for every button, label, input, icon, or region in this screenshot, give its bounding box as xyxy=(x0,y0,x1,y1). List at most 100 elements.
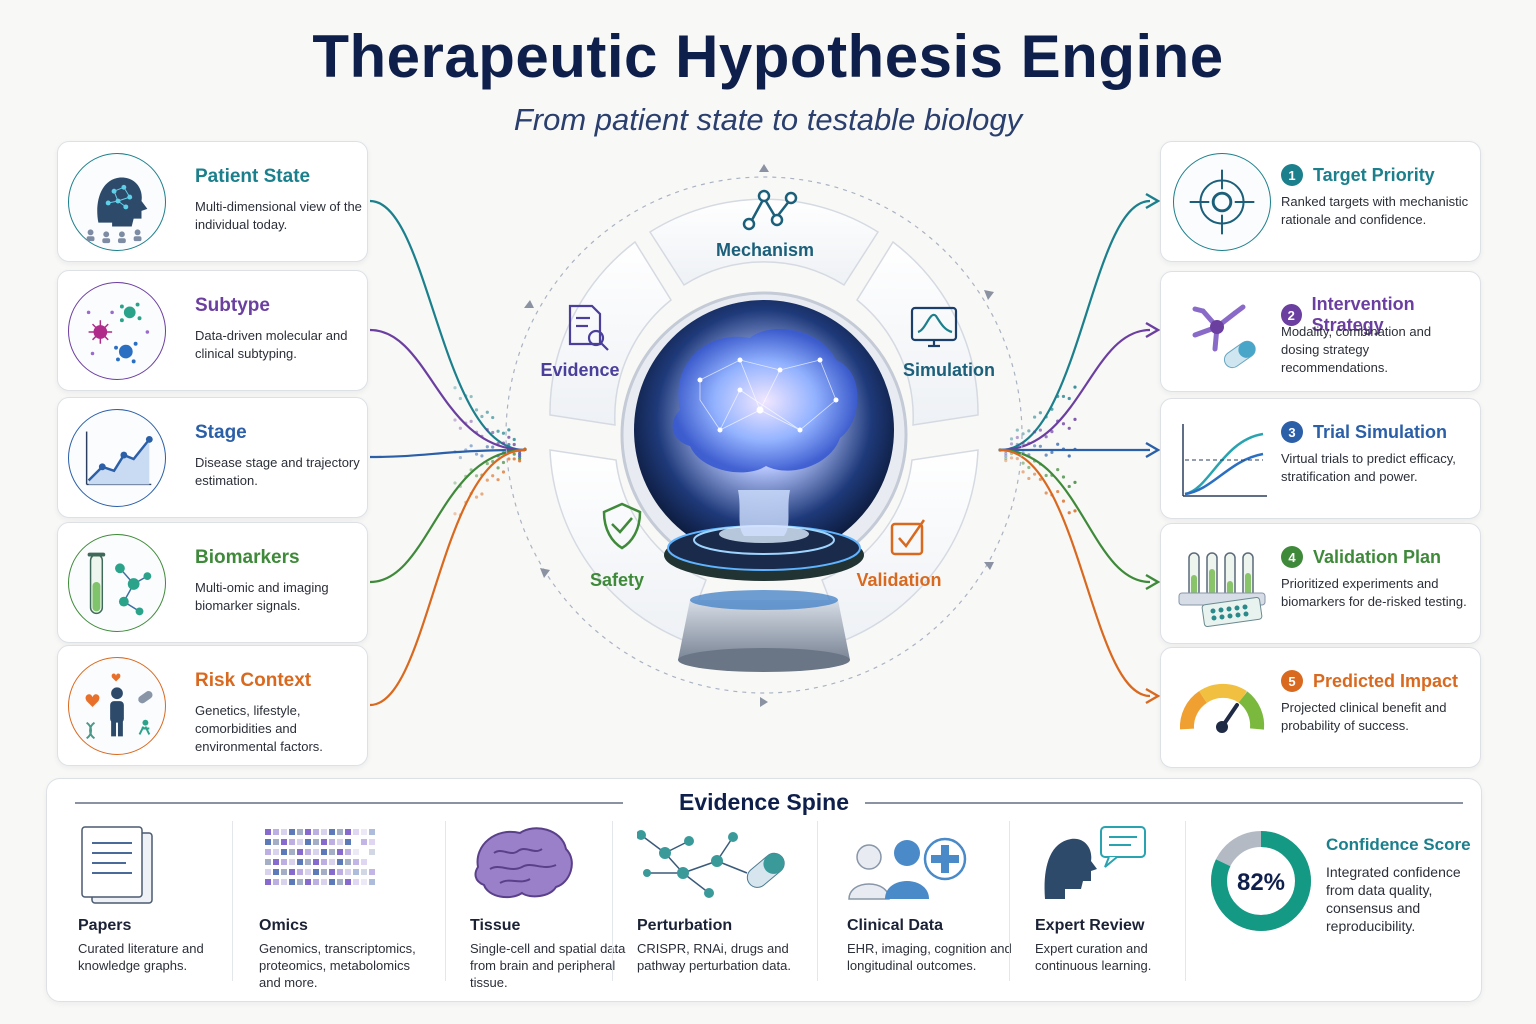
input-card-subtype[interactable]: Subtype Data-driven molecular and clinic… xyxy=(57,270,368,391)
omics-cell xyxy=(369,879,375,885)
omics-cell xyxy=(337,869,343,875)
omics-cell xyxy=(337,879,343,885)
spine-separator xyxy=(1185,821,1186,981)
omics-cell xyxy=(321,839,327,845)
spine-separator xyxy=(1009,821,1010,981)
omics-cell xyxy=(313,869,319,875)
omics-cell xyxy=(281,849,287,855)
omics-cell xyxy=(265,879,271,885)
output-flow-dot xyxy=(1038,444,1042,448)
input-flow-dot xyxy=(485,478,489,482)
omics-cell xyxy=(313,839,319,845)
spine-separator xyxy=(232,821,233,981)
omics-cell xyxy=(305,829,311,835)
ring-arrows xyxy=(524,164,994,707)
input-flow-dot xyxy=(464,500,468,505)
segment-label-simulation: Simulation xyxy=(903,360,995,380)
lab-tubes-icon xyxy=(1173,535,1271,633)
output-flow-dot xyxy=(1038,462,1042,466)
omics-cell xyxy=(369,829,375,835)
output-desc: Modality, combination and dosing strateg… xyxy=(1281,324,1432,375)
output-flow-dot xyxy=(1044,491,1048,495)
output-flow-dot xyxy=(1038,477,1042,482)
confidence-title: Confidence Score xyxy=(1326,835,1471,854)
output-flow-dot xyxy=(1044,435,1048,439)
input-flow-dot xyxy=(453,450,457,454)
spine-item-desc: Curated literature and knowledge graphs. xyxy=(78,941,204,973)
input-flow-dot xyxy=(469,419,473,423)
input-flow-dot xyxy=(453,418,457,422)
input-flow-dot xyxy=(491,459,495,464)
omics-cell xyxy=(297,879,303,885)
omics-cell xyxy=(329,879,335,885)
input-flow-dot xyxy=(453,512,457,516)
omics-cell xyxy=(313,859,319,865)
omics-cell xyxy=(313,829,319,835)
input-flow-dot xyxy=(485,461,489,466)
output-flow-dot xyxy=(1073,385,1077,389)
spine-divider-right xyxy=(865,802,1463,804)
omics-cell xyxy=(337,829,343,835)
input-flow-dot xyxy=(491,474,495,478)
omics-cell xyxy=(289,879,295,885)
spine-item-title: Papers xyxy=(78,917,132,934)
input-flow-dot xyxy=(491,445,495,449)
omics-cell xyxy=(265,859,271,865)
output-flow-dot xyxy=(1061,422,1066,426)
input-title: Subtype xyxy=(195,295,270,316)
omics-cell xyxy=(369,849,375,855)
omics-cell xyxy=(345,869,351,875)
omics-cell xyxy=(353,829,359,835)
output-desc: Projected clinical benefit and probabili… xyxy=(1281,700,1447,733)
output-flow-dot xyxy=(1033,459,1037,463)
omics-cell xyxy=(289,849,295,855)
omics-cell xyxy=(289,829,295,835)
input-flow-dot xyxy=(491,430,495,435)
person-risk-icon xyxy=(68,657,166,755)
input-desc: Genetics, lifestyle, comorbidities and e… xyxy=(195,703,323,754)
brain-tissue-icon xyxy=(470,823,640,919)
output-flow-dot xyxy=(1050,430,1054,434)
output-desc: Prioritized experiments and biomarkers f… xyxy=(1281,576,1467,609)
output-number: 3 xyxy=(1281,421,1303,443)
input-flow-dot xyxy=(480,434,484,438)
output-flow-dot xyxy=(1044,453,1048,457)
output-number: 4 xyxy=(1281,546,1303,568)
omics-cell xyxy=(305,849,311,855)
input-flow-dot xyxy=(485,428,489,432)
output-flow-arrowhead xyxy=(1145,687,1161,705)
omics-cell xyxy=(369,839,375,845)
input-flow-dot xyxy=(469,394,473,399)
output-flow-dot xyxy=(1050,493,1054,497)
omics-cell xyxy=(289,869,295,875)
spine-item-title: Perturbation xyxy=(637,917,733,934)
evidence-spine-panel: Evidence Spine Papers Curated literature… xyxy=(46,778,1482,1002)
omics-cell xyxy=(345,879,351,885)
output-flow-dot xyxy=(1056,419,1060,423)
output-desc: Ranked targets with mechanistic rational… xyxy=(1281,194,1469,227)
omics-cell xyxy=(353,859,359,865)
output-flow-dot xyxy=(1050,407,1054,411)
input-flow-dot xyxy=(480,454,484,458)
omics-cell xyxy=(305,879,311,885)
input-card-patient-state[interactable]: Patient State Multi-dimensional view of … xyxy=(57,141,368,262)
input-flow-dot xyxy=(480,414,484,419)
input-flow-dot xyxy=(458,513,462,517)
output-desc: Virtual trials to predict efficacy, stra… xyxy=(1281,451,1456,484)
input-card-stage[interactable]: Stage Disease stage and trajectory estim… xyxy=(57,397,368,518)
page-title: Therapeutic Hypothesis Engine xyxy=(312,23,1224,90)
output-flow-dot xyxy=(1033,444,1037,448)
input-card-risk-context[interactable]: Risk Context Genetics, lifestyle, comorb… xyxy=(57,645,368,766)
omics-cell xyxy=(273,849,279,855)
output-flow-dot xyxy=(1067,511,1071,515)
input-card-biomarkers[interactable]: Biomarkers Multi-omic and imaging biomar… xyxy=(57,522,368,643)
output-flow-arrowhead xyxy=(1145,192,1161,210)
input-flow-dot xyxy=(458,426,462,430)
